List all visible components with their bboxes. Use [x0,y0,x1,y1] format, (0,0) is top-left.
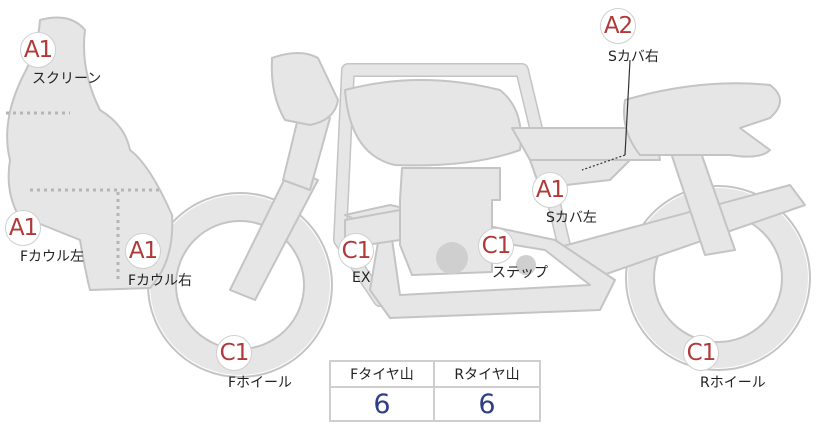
label-side-cover-left: Sカバ左 [546,210,597,226]
fuel-tank [344,79,522,167]
label-rear-wheel: Rホイール [700,375,766,391]
rear-tread-value: 6 [478,388,496,420]
fairing [6,16,174,291]
label-side-cover-right: Sカバ右 [608,49,659,65]
label-front-cowl-left: Fカウル左 [20,249,85,265]
seat [623,82,781,158]
grade-badge-front-cowl-left: A1 [5,210,41,246]
grade-badge-screen: A1 [20,32,56,68]
headlight [270,52,339,126]
label-exhaust: EX [352,270,371,286]
rear-wheel [625,185,811,371]
front-tread-header: Fタイヤ山 [331,362,435,388]
grade-badge-side-cover-left: A1 [532,172,568,208]
grade-badge-step: C1 [478,228,514,264]
tire-tread-table: Fタイヤ山 Rタイヤ山 6 6 [329,360,541,422]
label-step: ステップ [492,265,548,281]
front-tread-value: 6 [331,388,435,420]
grade-badge-exhaust: C1 [338,233,374,269]
label-screen: スクリーン [32,71,102,87]
grade-badge-front-wheel: C1 [216,335,252,371]
grade-badge-front-cowl-right: A1 [125,233,161,269]
rear-tread-header: Rタイヤ山 [435,362,539,388]
grade-badge-rear-wheel: C1 [683,335,719,371]
label-front-cowl-right: Fカウル右 [128,273,193,289]
side-cover [511,127,661,161]
grade-badge-side-cover-right: A2 [600,8,636,44]
label-front-wheel: Fホイール [228,375,293,391]
